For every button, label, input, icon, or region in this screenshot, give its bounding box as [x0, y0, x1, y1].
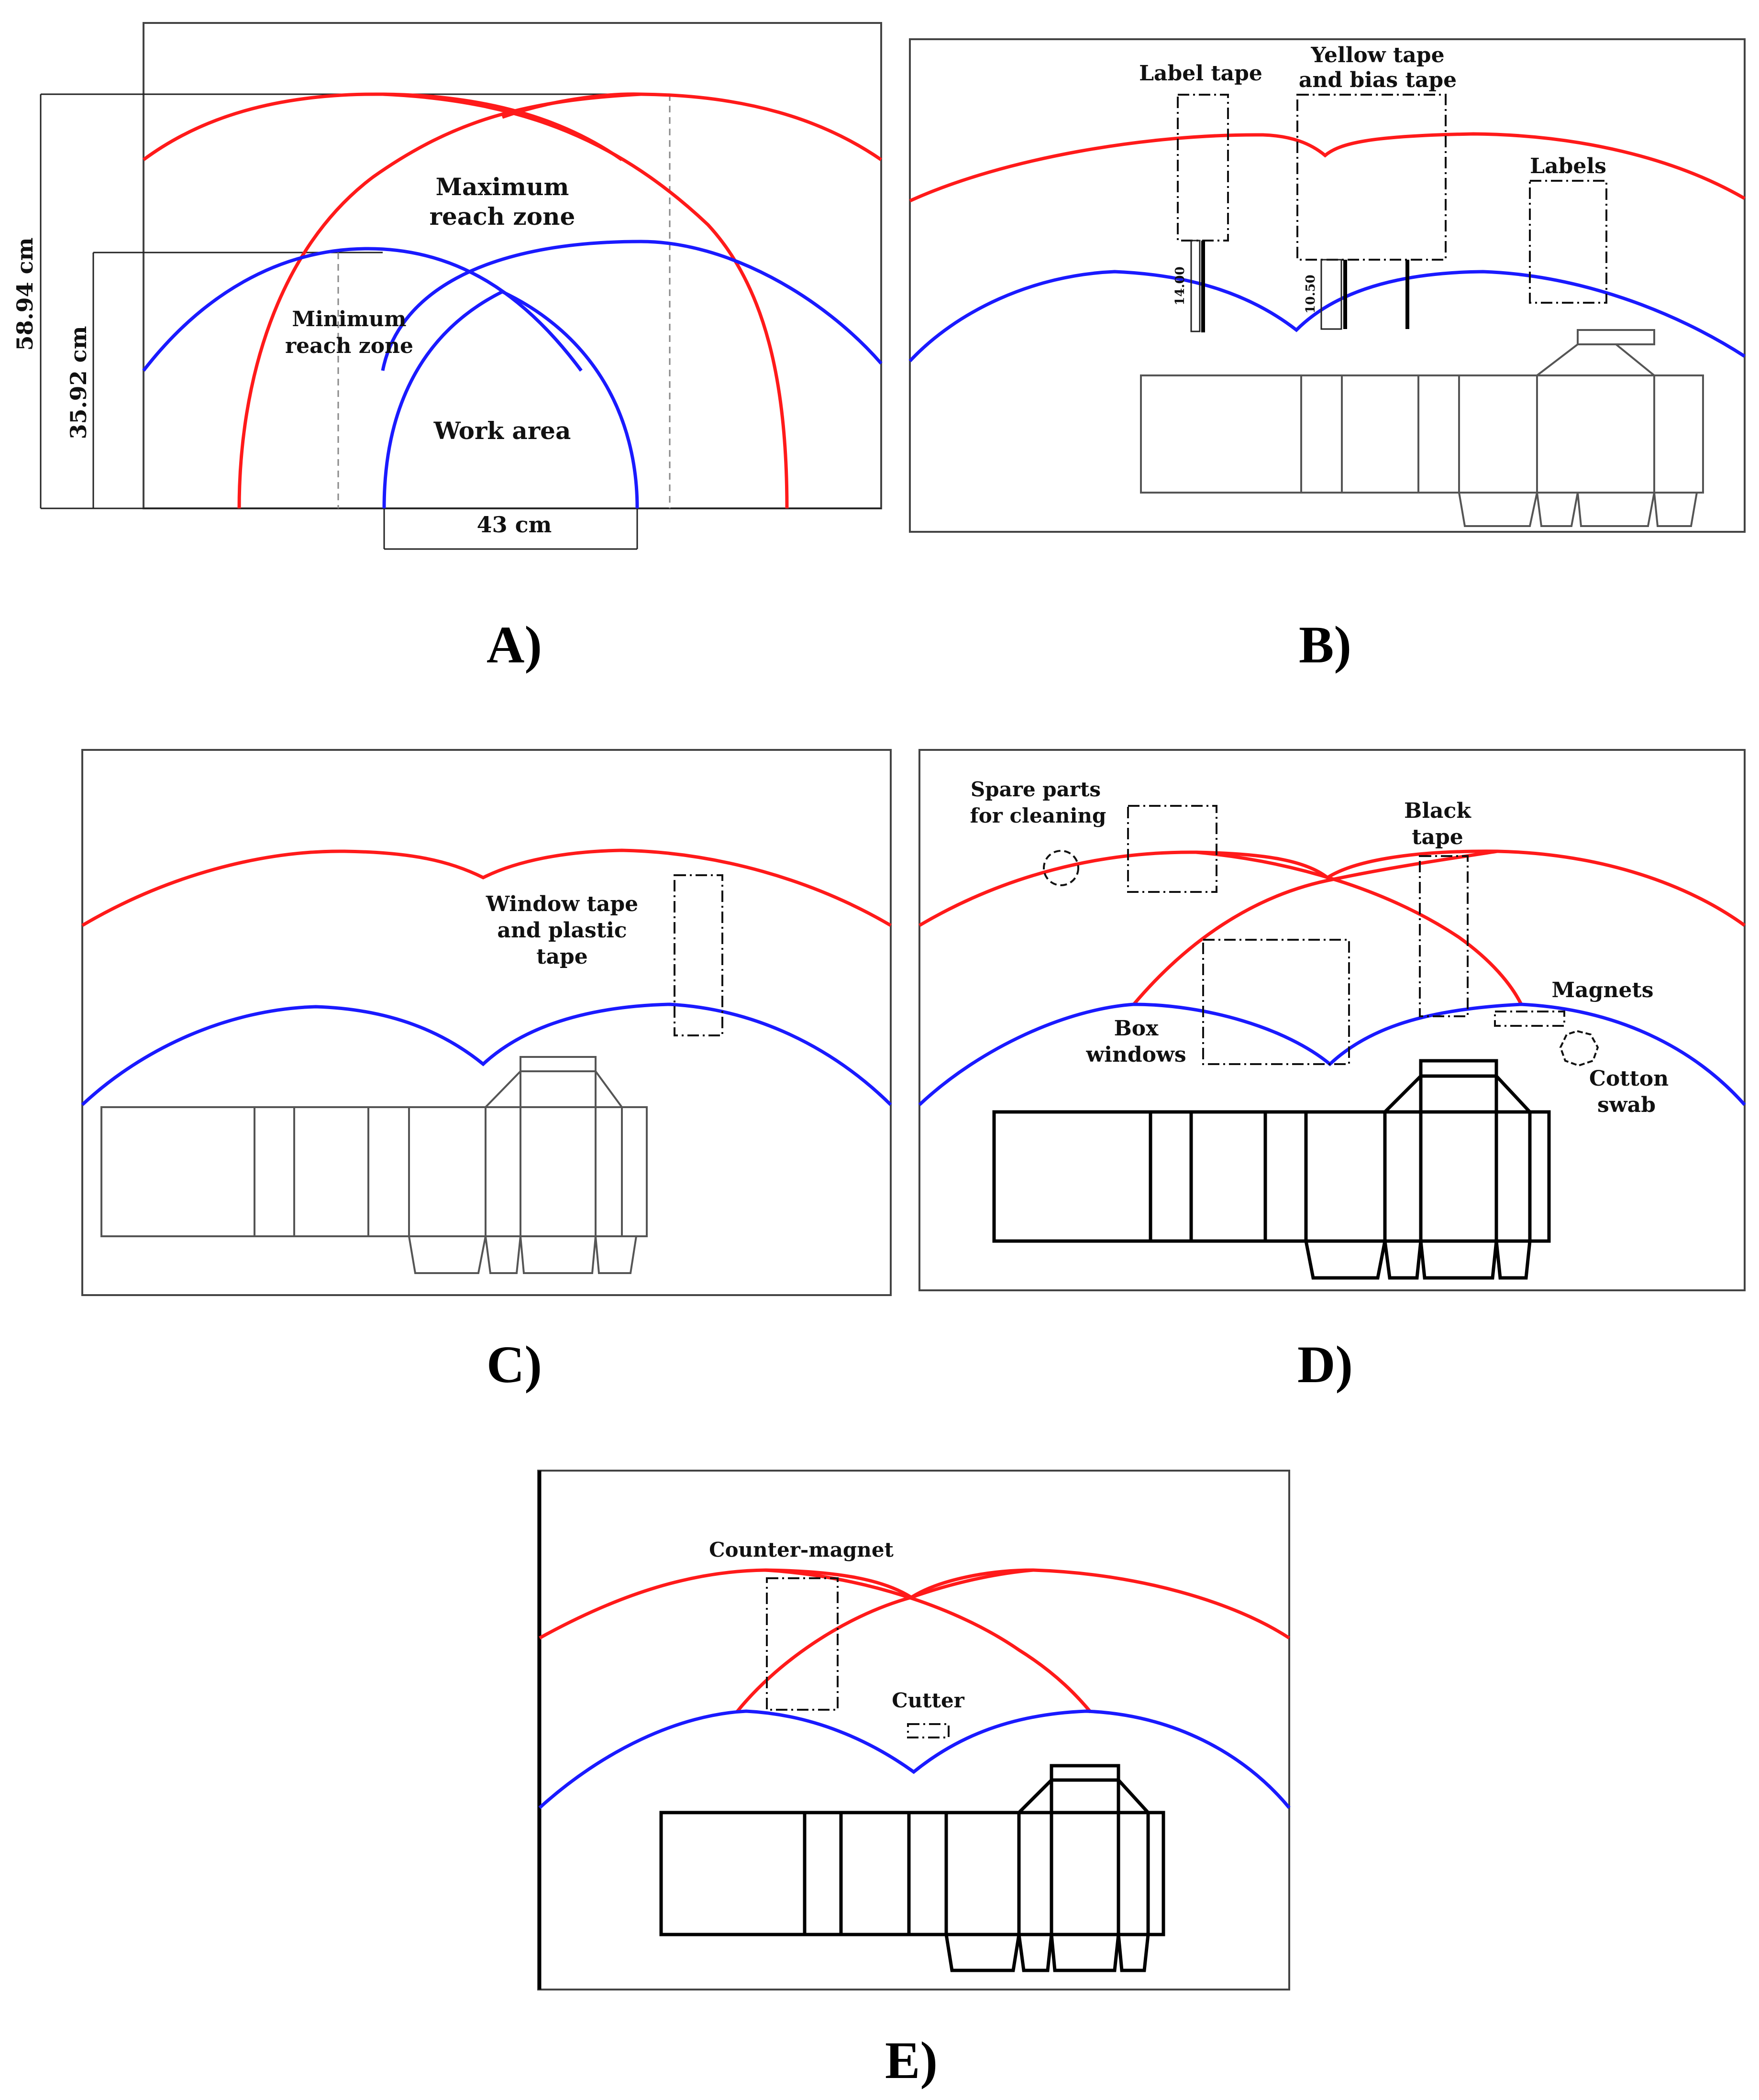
- black-tape-box: [1419, 855, 1469, 1017]
- dim-1400-label: 14.00: [1173, 266, 1187, 305]
- dim-1050-marker: [1320, 259, 1342, 330]
- dim-label-min-height: 35.92 cm: [66, 326, 91, 440]
- window-tape-box: [674, 874, 723, 1036]
- labels-label: Labels: [1530, 154, 1606, 178]
- max-zone-label-line1: Maximum: [436, 173, 569, 201]
- panel-d-letter: D): [1297, 1335, 1353, 1394]
- black-tape-label-line2: tape: [1412, 825, 1463, 849]
- dim-label-width: 43 cm: [477, 512, 552, 538]
- cotton-swab-label-line2: swab: [1597, 1093, 1656, 1117]
- yellow-tape-label-line1: Yellow tape: [1310, 43, 1444, 67]
- window-tape-label-line1: Window tape: [486, 892, 638, 916]
- max-reach-arc-right-full: [382, 92, 789, 509]
- spare-parts-circle: [1043, 850, 1079, 886]
- window-tape-label-line3: tape: [536, 945, 588, 969]
- panel-c-letter: C): [487, 1335, 542, 1394]
- black-tape-label-line1: Black: [1404, 799, 1471, 823]
- max-reach-arc-left-full: [237, 92, 642, 509]
- cotton-swab-label-line1: Cotton: [1589, 1066, 1669, 1091]
- max-reach-inner-left: [735, 1568, 1034, 1714]
- labels-box: [1529, 180, 1607, 304]
- box-windows-box: [1202, 939, 1350, 1065]
- max-reach-curve: [539, 1568, 1290, 1640]
- box-net-thick: [659, 1764, 1165, 1972]
- spare-parts-label-line2: for cleaning: [970, 804, 1106, 827]
- yellow-tape-label-line2: and bias tape: [1299, 68, 1457, 92]
- dim-label-max-height: 58.94 cm: [12, 238, 38, 351]
- panel-c-frame: [81, 749, 892, 1296]
- min-reach-curve: [908, 270, 1746, 363]
- max-zone-label-line2: reach zone: [430, 202, 575, 231]
- box-windows-label-line2: windows: [1085, 1043, 1186, 1067]
- work-area-label: Work area: [433, 417, 571, 445]
- max-reach-inner-left: [1132, 849, 1498, 1006]
- spare-parts-label-line1: Spare parts: [971, 778, 1101, 801]
- label-tape-box: [1177, 94, 1229, 242]
- yellow-tape-box: [1296, 94, 1447, 261]
- panel-b: 14.00 10.50 Label tape Yellow tape and b…: [908, 38, 1746, 674]
- min-reach-arc-right: [381, 240, 883, 371]
- magnets-label: Magnets: [1551, 978, 1653, 1002]
- panel-a-letter: A): [487, 616, 542, 674]
- cutter-box: [907, 1723, 950, 1738]
- dim-1050-label: 10.50: [1304, 275, 1318, 313]
- panel-a: 58.94 cm 35.92 cm 43 cm Maximum reach zo…: [12, 22, 883, 674]
- counter-magnet-label: Counter-magnet: [709, 1538, 894, 1561]
- spare-parts-box: [1127, 805, 1217, 893]
- panel-d-frame: [918, 749, 1746, 1291]
- counter-magnet-box: [766, 1577, 839, 1711]
- min-reach-curve: [81, 1002, 892, 1106]
- max-reach-curve: [81, 848, 892, 927]
- min-reach-arc-inner: [382, 290, 503, 509]
- min-reach-arc-inner-2: [501, 290, 639, 509]
- panel-c: Window tape and plastic tape C): [81, 749, 892, 1394]
- min-zone-label-line1: Minimum: [292, 307, 406, 331]
- box-windows-label-line1: Box: [1114, 1016, 1159, 1041]
- panel-e-letter: E): [885, 2031, 938, 2089]
- panel-d: Spare parts for cleaning Black tape Magn…: [918, 749, 1746, 1394]
- min-zone-label-line2: reach zone: [285, 334, 413, 358]
- magnets-box: [1494, 1011, 1565, 1027]
- panel-b-frame: [909, 38, 1746, 533]
- cutter-label: Cutter: [892, 1689, 964, 1712]
- max-reach-curve: [909, 132, 1746, 203]
- box-net-thin: [100, 1056, 648, 1274]
- min-reach-arc-left: [142, 247, 583, 372]
- cotton-swab-marker: [1559, 1030, 1599, 1067]
- panel-b-letter: B): [1299, 616, 1351, 674]
- dim-1400-marker: [1190, 240, 1201, 332]
- window-tape-label-line2: and plastic: [497, 918, 627, 943]
- label-tape-label: Label tape: [1139, 61, 1262, 86]
- min-reach-curve: [538, 1709, 1291, 1809]
- panel-e: Counter-magnet Cutter E): [537, 1470, 1291, 2089]
- box-net-thick: [992, 1059, 1551, 1280]
- box-net-thin: [1140, 329, 1704, 527]
- max-reach-curve: [918, 849, 1746, 927]
- max-reach-inner-right: [1195, 850, 1523, 1005]
